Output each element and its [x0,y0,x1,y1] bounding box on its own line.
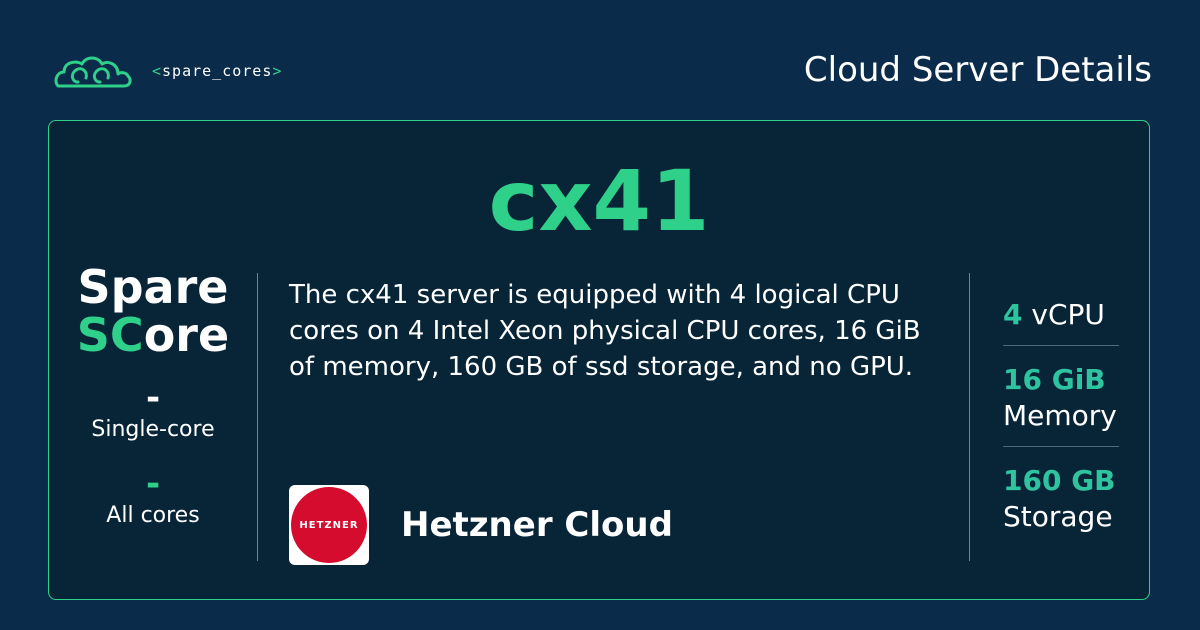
cloud-logo-icon [54,56,132,88]
hetzner-logo-icon: HETZNER [291,487,367,563]
spare-score-panel: Spare SCore - Single-core - All cores [69,263,237,531]
vendor-name: Hetzner Cloud [401,505,673,545]
spec-divider [1003,446,1119,447]
spec-divider [1003,345,1119,346]
vendor-logo: HETZNER [289,485,369,565]
vendor-logo-text: HETZNER [299,519,359,531]
server-card: cx41 Spare SCore - Single-core - All cor… [48,120,1150,600]
spec-vcpu-unit: vCPU [1031,298,1105,331]
server-name: cx41 [488,152,710,250]
spec-storage: 160 GB Storage [1003,463,1119,535]
brand-line-2: SCore [69,311,237,359]
vendor-info[interactable]: HETZNER Hetzner Cloud [289,485,673,565]
spec-storage-value: 160 GB [1003,464,1116,497]
logo-bracket-open: < [152,62,163,80]
spec-storage-unit: Storage [1003,500,1113,533]
logo-text: spare_cores [162,62,273,80]
spare-score-brand: Spare SCore [69,263,237,359]
header: <spare_cores> Cloud Server Details [52,48,1152,96]
all-cores-score: - [145,464,161,504]
brand-line-1: Spare [77,260,229,314]
brand-rest: ore [143,308,230,362]
spec-vcpu-value: 4 [1003,298,1023,331]
spec-memory: 16 GiB Memory [1003,362,1119,434]
spare-cores-logo[interactable]: <spare_cores> [52,52,282,90]
spec-memory-unit: Memory [1003,399,1117,432]
spec-list: 4 vCPU 16 GiB Memory 160 GB Storage [1003,297,1119,535]
logo-bracket-close: > [272,62,283,80]
single-core-score: - [145,378,161,418]
server-description: The cx41 server is equipped with 4 logic… [289,280,921,382]
divider-right [969,273,970,561]
brand-accent: SC [76,308,144,362]
divider-left [257,273,258,561]
single-core-label: Single-core [91,417,215,442]
all-cores-label: All cores [106,503,200,528]
logo-wordmark: <spare_cores> [152,62,282,80]
spec-memory-value: 16 GiB [1003,363,1106,396]
page-title: Cloud Server Details [803,50,1152,90]
spec-vcpu: 4 vCPU [1003,297,1119,333]
